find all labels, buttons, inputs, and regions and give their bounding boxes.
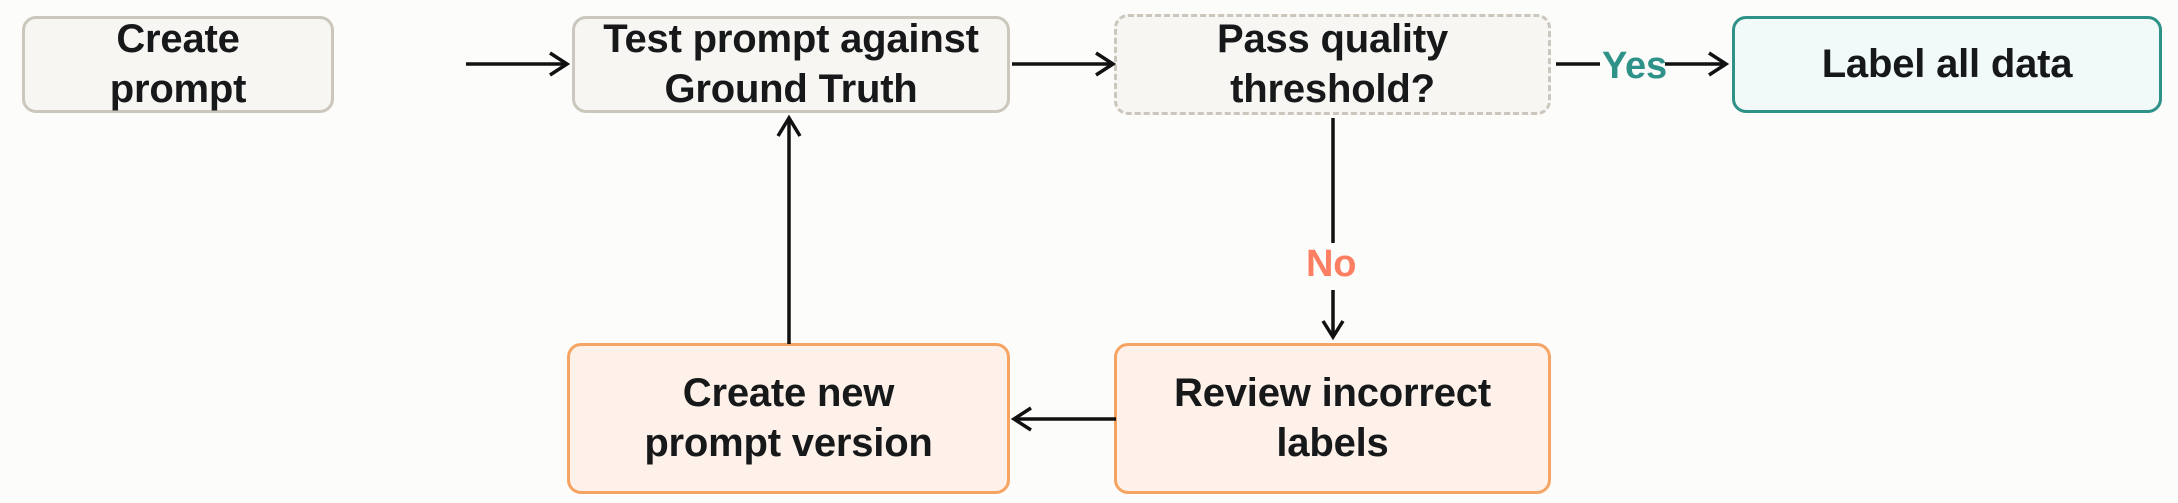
edge-review-labels-to-create-new-version — [1010, 403, 1116, 435]
edge-create-new-version-to-test-prompt — [773, 114, 805, 344]
edge-label-yes: Yes — [1602, 45, 1667, 87]
edge-label-no: No — [1306, 243, 1357, 285]
node-label-all-data[interactable]: Label all data — [1732, 16, 2162, 113]
node-pass-quality-threshold[interactable]: Pass quality threshold? — [1114, 14, 1551, 115]
edge-yes-to-label-all-data — [1665, 48, 1735, 80]
edge-create-prompt-to-test-prompt — [466, 48, 576, 80]
node-create-prompt[interactable]: Create prompt — [22, 16, 334, 113]
edge-test-prompt-to-pass-quality — [1012, 48, 1122, 80]
node-review-incorrect-labels[interactable]: Review incorrect labels — [1114, 343, 1551, 494]
edge-pass-quality-yes-stub — [1556, 48, 1600, 80]
edge-pass-quality-no-stub — [1317, 118, 1349, 243]
node-create-new-prompt-version[interactable]: Create new prompt version — [567, 343, 1010, 494]
node-test-prompt[interactable]: Test prompt against Ground Truth — [572, 16, 1010, 113]
edge-no-to-review-labels — [1317, 290, 1349, 342]
